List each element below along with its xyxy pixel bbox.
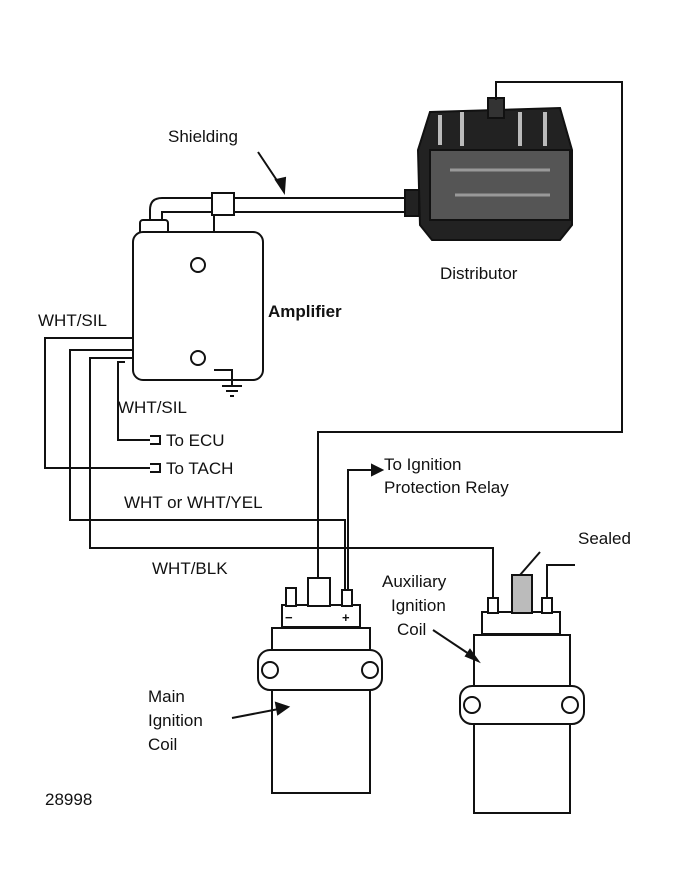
minus-terminal-label: − — [285, 610, 293, 625]
main-ignition-coil — [257, 577, 383, 794]
main-label-line1: Main — [148, 687, 185, 706]
main-coil-arrow — [231, 707, 285, 719]
aux-label-line2: Ignition — [391, 596, 446, 615]
ground-icon — [222, 385, 242, 397]
main-label-line2: Ignition — [148, 711, 203, 730]
amplifier — [132, 219, 264, 397]
wht-sil-lower-label: WHT/SIL — [118, 398, 187, 417]
main-label-line3: Coil — [148, 735, 178, 754]
plus-terminal-label: + — [342, 610, 350, 625]
distributor-label: Distributor — [440, 264, 518, 283]
amplifier-label: Amplifier — [268, 302, 342, 321]
relay-label-line2: Protection Relay — [384, 478, 509, 497]
figure-number: 28998 — [45, 790, 93, 809]
to-tach-label: To TACH — [166, 459, 234, 478]
amplifier-wires — [44, 337, 494, 598]
auxiliary-ignition-coil — [459, 574, 585, 814]
distributor — [404, 97, 573, 241]
wht-sil-upper-label: WHT/SIL — [38, 311, 107, 330]
aux-label-line1: Auxiliary — [382, 572, 447, 591]
shielding-label: Shielding — [168, 127, 238, 146]
sealed-leader — [546, 564, 575, 598]
sealed-arrow — [519, 551, 541, 576]
relay-wire — [347, 469, 372, 595]
wht-blk-label: WHT/BLK — [152, 559, 228, 578]
sealed-label: Sealed — [578, 529, 631, 548]
coil-wire — [317, 81, 623, 580]
aux-label-line3: Coil — [397, 620, 427, 639]
to-ecu-label: To ECU — [166, 431, 225, 450]
relay-label-line1: To Ignition — [384, 455, 462, 474]
wht-or-wht-yel-label: WHT or WHT/YEL — [124, 493, 263, 512]
